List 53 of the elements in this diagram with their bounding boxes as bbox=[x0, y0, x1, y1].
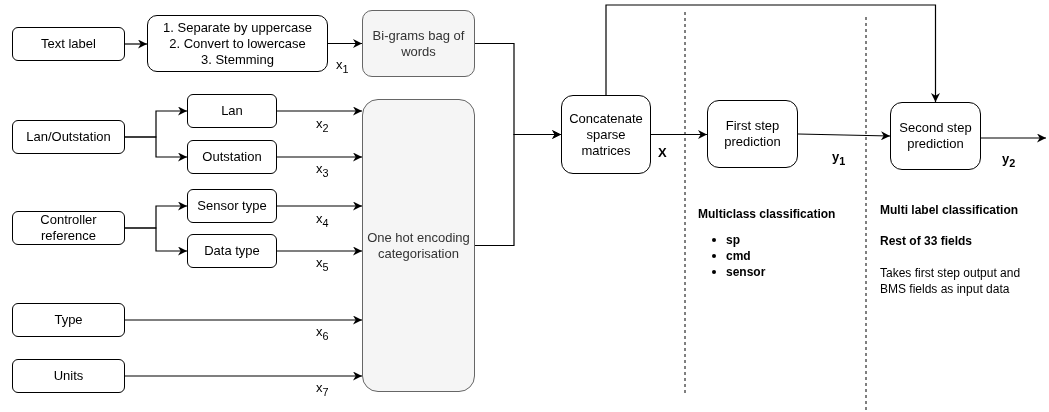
arrow bbox=[124, 227, 188, 256]
box-label: Text label bbox=[41, 36, 96, 52]
box-label: One hot encoding categorisation bbox=[366, 229, 471, 262]
process-box bbox=[187, 94, 277, 128]
box-label: Data type bbox=[204, 243, 260, 259]
arrow bbox=[124, 315, 363, 325]
arrow bbox=[276, 201, 363, 211]
process-box bbox=[12, 27, 125, 61]
process-box bbox=[187, 140, 277, 174]
note-text: Takes first step output and BMS fields as input data bbox=[880, 265, 1022, 297]
process-box bbox=[707, 100, 798, 168]
arrow bbox=[124, 136, 188, 162]
process-box bbox=[12, 359, 125, 393]
box-label: Sensor type bbox=[197, 198, 267, 214]
process-box bbox=[12, 120, 125, 154]
process-box bbox=[147, 15, 328, 72]
box-label: Units bbox=[53, 368, 84, 384]
arrow bbox=[124, 371, 363, 381]
section-heading: Rest of 33 fields bbox=[880, 233, 973, 249]
box-label: Second step prediction bbox=[898, 120, 973, 152]
bullet-item: sensor bbox=[726, 264, 766, 280]
process-box bbox=[362, 10, 475, 77]
process-box bbox=[12, 303, 125, 337]
process-box bbox=[187, 234, 277, 268]
arrow bbox=[474, 130, 562, 247]
arrow bbox=[276, 106, 363, 116]
box-label: Outstation bbox=[202, 149, 262, 165]
arrow bbox=[797, 131, 891, 141]
process-box bbox=[561, 95, 651, 174]
section-heading: Multi label classification bbox=[880, 202, 1019, 218]
bullet-item: sp bbox=[726, 232, 740, 248]
arrow bbox=[605, 4, 940, 103]
arrow bbox=[276, 246, 363, 256]
box-label: Lan bbox=[221, 103, 243, 119]
edge-label: X bbox=[657, 146, 668, 160]
box-label: Concatenate sparse matrices bbox=[568, 110, 644, 159]
arrow bbox=[650, 130, 708, 139]
arrow bbox=[980, 133, 1047, 143]
section-heading: Multiclass classification bbox=[698, 206, 836, 222]
process-box bbox=[362, 99, 475, 392]
box-label: Controller reference bbox=[39, 212, 98, 244]
arrow bbox=[124, 39, 148, 49]
box-label: Type bbox=[54, 312, 83, 328]
process-box bbox=[12, 211, 125, 245]
process-box bbox=[187, 189, 277, 223]
box-label: 1. Separate by uppercase 2. Convert to lowercase 3. Stemming bbox=[162, 19, 313, 68]
arrow bbox=[327, 39, 363, 48]
bullet-item: cmd bbox=[726, 248, 751, 264]
box-label: Lan/Outstation bbox=[26, 129, 111, 145]
arrow bbox=[276, 152, 363, 162]
box-label: First step prediction bbox=[723, 118, 782, 150]
process-box bbox=[890, 102, 981, 170]
box-label: Bi-grams bag of words bbox=[371, 27, 466, 60]
